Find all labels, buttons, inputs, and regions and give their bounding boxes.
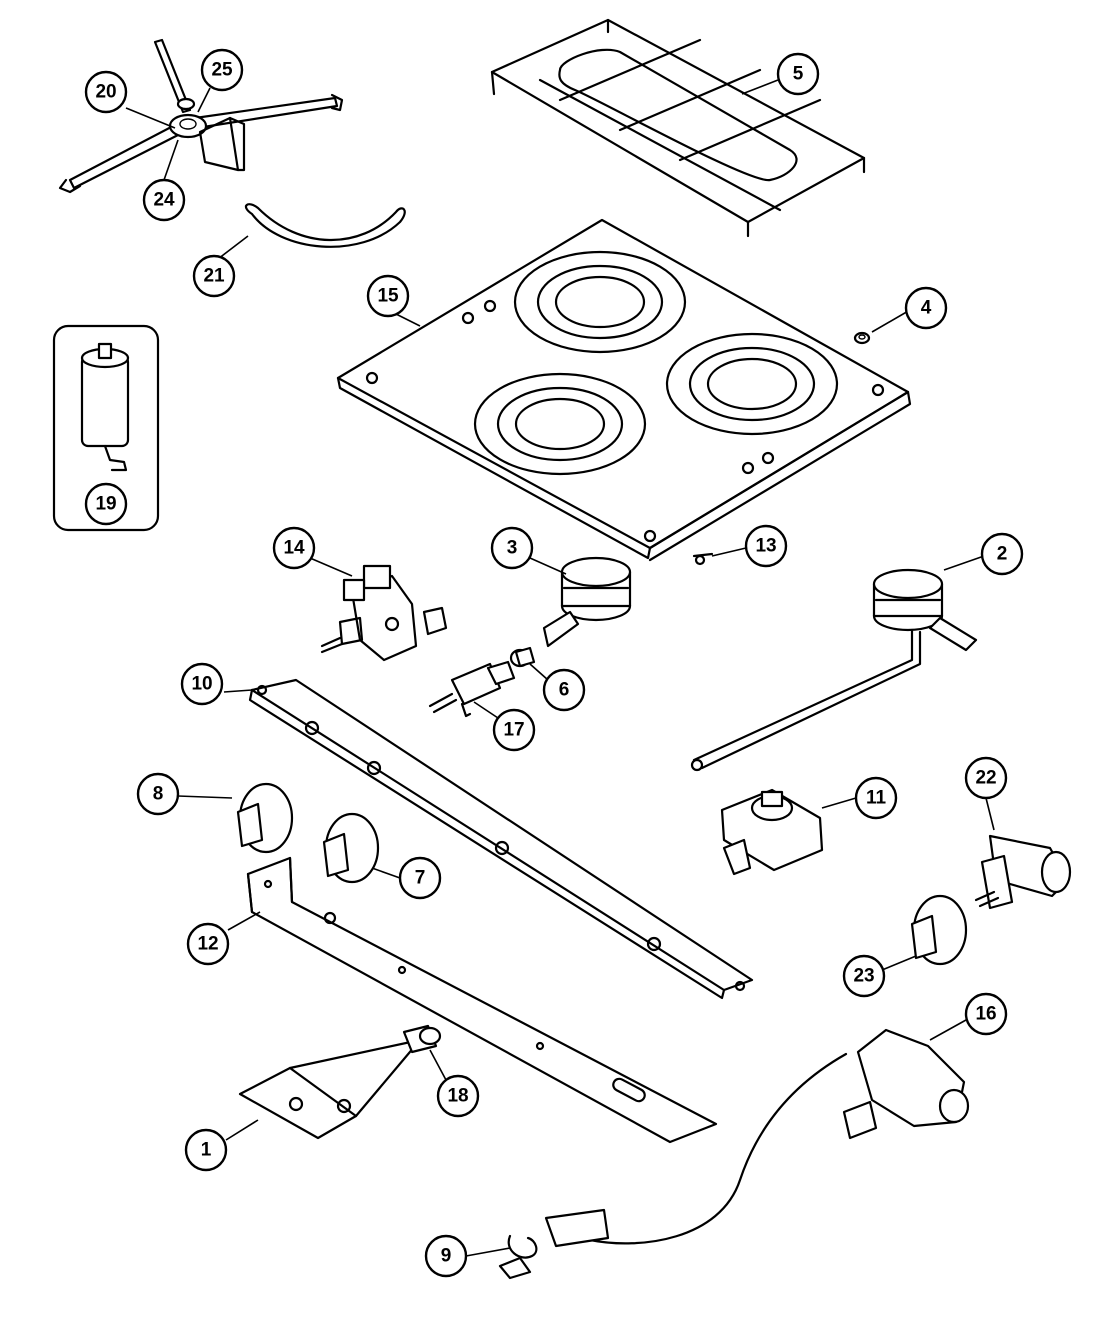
solenoid-valve-part: [974, 834, 1072, 910]
svg-text:7: 7: [415, 868, 426, 889]
filter-inset-part: [52, 324, 160, 532]
orifice-fitting-part: [509, 646, 536, 668]
grommet-part: [853, 331, 871, 345]
orifice-bracket-part: [238, 1024, 442, 1140]
leader-lines: [125, 79, 995, 1257]
pilot-burner-part: [498, 1208, 610, 1280]
svg-text:1: 1: [201, 1140, 212, 1161]
svg-text:16: 16: [975, 1004, 996, 1025]
callout-12: 12: [186, 922, 230, 966]
front-manifold-panel-part: [246, 856, 718, 1144]
callout-16: 16: [964, 992, 1008, 1036]
svg-text:9: 9: [441, 1246, 452, 1267]
callout-22: 22: [964, 756, 1008, 800]
svg-text:11: 11: [866, 788, 887, 809]
callout-5: 5: [776, 52, 820, 96]
svg-text:18: 18: [447, 1086, 468, 1107]
manifold-bracket-part: [248, 678, 754, 1000]
callout-20: 20: [84, 70, 128, 114]
svg-text:25: 25: [211, 60, 233, 81]
valve-assembly-part: [320, 564, 448, 662]
svg-text:22: 22: [975, 768, 996, 789]
callout-4: 4: [904, 286, 948, 330]
callout-21: 21: [192, 254, 236, 298]
callout-24: 24: [142, 178, 186, 222]
cooktop-grate-part: [490, 18, 866, 238]
callout-7: 7: [398, 856, 442, 900]
svg-text:21: 21: [203, 266, 225, 287]
svg-text:6: 6: [559, 680, 570, 701]
callout-14: 14: [272, 526, 316, 570]
callout-9: 9: [424, 1234, 468, 1278]
screw-part: [692, 552, 714, 566]
svg-text:2: 2: [997, 544, 1008, 565]
burner-left-part: [542, 556, 632, 648]
callout-6: 6: [542, 668, 586, 712]
thermostat-valve-part: [588, 1028, 970, 1245]
callout-25: 25: [200, 48, 244, 92]
svg-text:10: 10: [191, 674, 212, 695]
callout-23: 23: [842, 954, 886, 998]
callout-10: 10: [180, 662, 224, 706]
callout-17: 17: [492, 708, 536, 752]
svg-text:5: 5: [793, 64, 804, 85]
callout-19: 19: [84, 482, 128, 526]
svg-text:3: 3: [507, 538, 518, 559]
cooktop-panel-part: [336, 218, 912, 562]
knob-right-part: [910, 894, 968, 966]
svg-text:17: 17: [503, 720, 524, 741]
pressure-regulator-part: [720, 788, 824, 876]
burner-right-part: [690, 568, 978, 772]
callout-11: 11: [854, 776, 898, 820]
knob-center-part: [322, 812, 380, 884]
svg-text:13: 13: [755, 536, 776, 557]
spindle-valve-part: [428, 660, 516, 718]
svg-text:23: 23: [853, 966, 874, 987]
wire-spring-part: [244, 203, 406, 248]
callout-3: 3: [490, 526, 534, 570]
callout-13: 13: [744, 524, 788, 568]
callout-15: 15: [366, 274, 410, 318]
callout-1: 1: [184, 1128, 228, 1172]
knob-left-part: [236, 782, 294, 854]
svg-text:12: 12: [197, 934, 218, 955]
callout-2: 2: [980, 532, 1024, 576]
callout-18: 18: [436, 1074, 480, 1118]
svg-text:8: 8: [153, 784, 164, 805]
svg-text:15: 15: [377, 286, 399, 307]
svg-text:24: 24: [153, 190, 175, 211]
svg-text:14: 14: [283, 538, 305, 559]
grate-spider-part: [58, 38, 344, 194]
callout-8: 8: [136, 772, 180, 816]
svg-text:4: 4: [921, 298, 932, 319]
svg-text:20: 20: [95, 82, 116, 103]
svg-text:19: 19: [95, 494, 116, 515]
